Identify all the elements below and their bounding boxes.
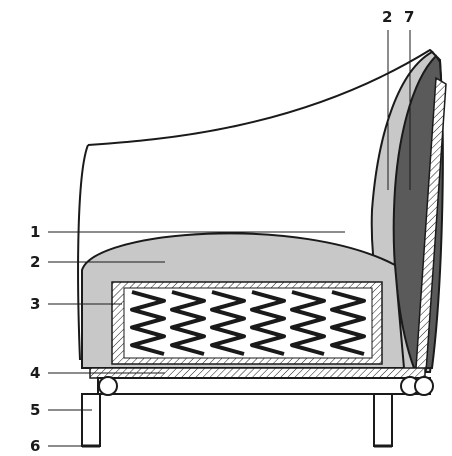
roller-left bbox=[98, 376, 118, 396]
label-1: 1 bbox=[30, 223, 40, 241]
leg-front bbox=[81, 393, 101, 447]
spring-coil bbox=[330, 290, 366, 356]
spring-coil bbox=[290, 290, 326, 356]
label-5: 5 bbox=[30, 401, 40, 419]
spring-coil bbox=[170, 290, 206, 356]
label-3: 3 bbox=[30, 295, 40, 313]
label-7: 7 bbox=[404, 8, 414, 26]
springs-group bbox=[130, 290, 366, 356]
label-4: 4 bbox=[30, 364, 40, 382]
backrest-board bbox=[415, 76, 447, 374]
lower-frame-rail bbox=[97, 377, 431, 395]
label-2-top: 2 bbox=[382, 8, 392, 26]
label-6: 6 bbox=[30, 437, 40, 455]
leg-back bbox=[373, 393, 393, 447]
label-2-left: 2 bbox=[30, 253, 40, 271]
roller-right-b bbox=[414, 376, 434, 396]
spring-coil bbox=[250, 290, 286, 356]
spring-coil bbox=[210, 290, 246, 356]
spring-coil bbox=[130, 290, 166, 356]
